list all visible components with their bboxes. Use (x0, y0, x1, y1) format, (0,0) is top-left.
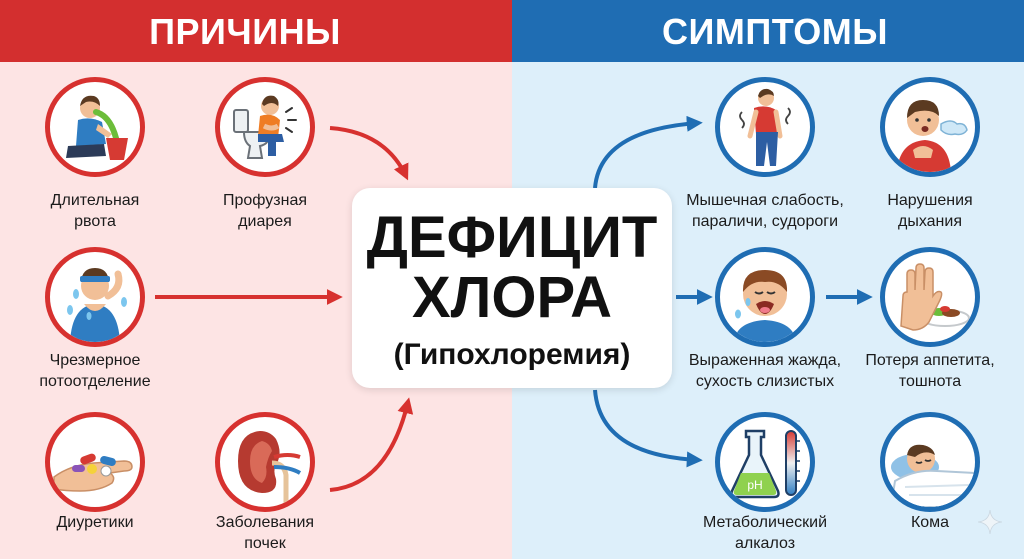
sparkle-icon (978, 510, 1002, 534)
cause-diuretics-label: Диуретики (5, 512, 185, 533)
center-title-line2: ХЛОРА (412, 265, 612, 330)
symptom-coma-circle (880, 412, 980, 512)
kidney-icon (238, 431, 302, 507)
cause-diarrhea-circle (215, 77, 315, 177)
vomiting-person-icon (66, 95, 128, 160)
symptom-appetite-label: Потеря аппетита, тошнота (840, 350, 1020, 392)
symptom-appetite-circle (880, 247, 980, 347)
causes-header: ПРИЧИНЫ (149, 11, 341, 52)
label-line: Выраженная жажда, (688, 352, 842, 369)
cause-sweating-label: Чрезмерное потоотделение (5, 350, 185, 392)
ph-label: pH (747, 478, 762, 492)
symptoms-header-bar: СИМПТОМЫ (512, 0, 1024, 62)
label-line: почек (244, 535, 286, 552)
label-line: Нарушения (887, 192, 973, 209)
label-line: рвота (74, 213, 116, 230)
label-line: Заболевания (215, 514, 315, 531)
label-line: диарея (238, 213, 292, 230)
label-line: тошнота (898, 373, 962, 390)
center-title-box: ДЕФИЦИТ ХЛОРА (Гипохлоремия) (352, 188, 672, 388)
label-line: Длительная (50, 192, 140, 209)
symptom-alkalosis-circle: pH (715, 412, 815, 512)
cause-diuretics-circle (45, 412, 145, 512)
cause-sweating-circle (45, 247, 145, 347)
symptom-thirst-label: Выраженная жажда, сухость слизистых (675, 350, 855, 392)
cause-vomiting-label: Длительная рвота (5, 190, 185, 232)
center-title-line1: ДЕФИЦИТ (366, 205, 658, 270)
toilet-diarrhea-icon (233, 95, 297, 159)
label-line: Потеря аппетита, (865, 352, 995, 369)
label-line: Кома (910, 514, 950, 531)
sweating-person-icon (67, 268, 127, 342)
symptom-weakness-label: Мышечная слабость, параличи, судороги (675, 190, 855, 232)
symptom-breathing-label: Нарушения дыхания (840, 190, 1020, 232)
pills-in-hand-icon (53, 453, 133, 492)
label-line: Чрезмерное (49, 352, 141, 369)
label-line: Диуретики (56, 514, 134, 531)
label-line: Мышечная слабость, (686, 192, 844, 209)
symptom-alkalosis-label: Метаболический алкалоз (675, 512, 855, 554)
thirsty-face-icon (734, 270, 796, 342)
center-subtitle: (Гипохлоремия) (393, 338, 631, 371)
cause-kidney-label: Заболевания почек (175, 512, 355, 554)
symptom-coma-label: Кома (840, 512, 1020, 533)
ph-flask-icon: pH (730, 429, 800, 499)
label-line: дыхания (898, 213, 962, 230)
symptom-thirst-circle (715, 247, 815, 347)
symptom-breathing-circle (880, 77, 980, 177)
label-line: Метаболический (702, 514, 827, 531)
label-line: сухость слизистых (695, 373, 835, 390)
breathing-difficulty-icon (897, 100, 968, 172)
cause-vomiting-circle (45, 77, 145, 177)
sleeping-person-icon (889, 444, 975, 507)
label-line: параличи, судороги (691, 213, 839, 230)
refusing-food-icon (900, 263, 970, 331)
causes-header-bar: ПРИЧИНЫ (0, 0, 512, 62)
label-line: Профузная (222, 192, 307, 209)
cause-diarrhea-label: Профузная диарея (175, 190, 355, 232)
symptom-weakness-circle (715, 77, 815, 177)
weak-person-icon (739, 88, 791, 166)
cause-kidney-circle (215, 412, 315, 512)
label-line: алкалоз (734, 535, 796, 552)
label-line: потоотделение (39, 373, 151, 390)
symptoms-header: СИМПТОМЫ (661, 11, 889, 52)
